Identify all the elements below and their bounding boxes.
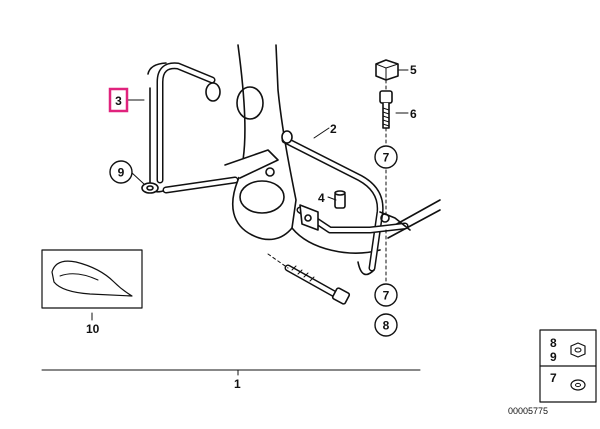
callout-8-circle: 8 — [374, 313, 398, 337]
legend-label-7: 7 — [550, 371, 557, 385]
crash-bar-right-part-2 — [281, 130, 411, 276]
callout-7-lower-circle: 7 — [374, 283, 398, 307]
legend-label-8: 8 — [550, 336, 557, 350]
callout-3-highlight-box — [108, 87, 129, 113]
washer-part-9 — [141, 182, 159, 194]
leader-lines — [41, 69, 421, 376]
callout-9: 9 — [118, 166, 125, 180]
callout-7-upper-circle: 7 — [374, 145, 398, 169]
part-10-box — [41, 249, 143, 309]
crash-bar-left-part-3 — [147, 62, 279, 194]
callout-10: 10 — [86, 322, 100, 336]
reference-number: 00005775 — [508, 406, 548, 416]
callout-4: 4 — [318, 191, 325, 205]
callout-2: 2 — [330, 122, 337, 136]
callout-1: 1 — [234, 377, 241, 391]
callout-7-upper: 7 — [383, 151, 390, 165]
callout-3: 3 — [115, 94, 122, 108]
callout-7-lower: 7 — [383, 289, 390, 303]
callout-5: 5 — [410, 63, 417, 77]
callout-6: 6 — [410, 107, 417, 121]
nut-part-5 — [375, 59, 399, 81]
frame-silhouette — [231, 44, 441, 254]
long-bolt-lower — [267, 253, 351, 305]
fastener-legend-box — [539, 329, 597, 403]
spacer-part-4 — [334, 190, 346, 209]
callout-8: 8 — [383, 319, 390, 333]
bolt-part-6 — [379, 90, 393, 129]
callout-9-circle: 9 — [109, 160, 133, 184]
legend-label-9: 9 — [550, 350, 557, 364]
